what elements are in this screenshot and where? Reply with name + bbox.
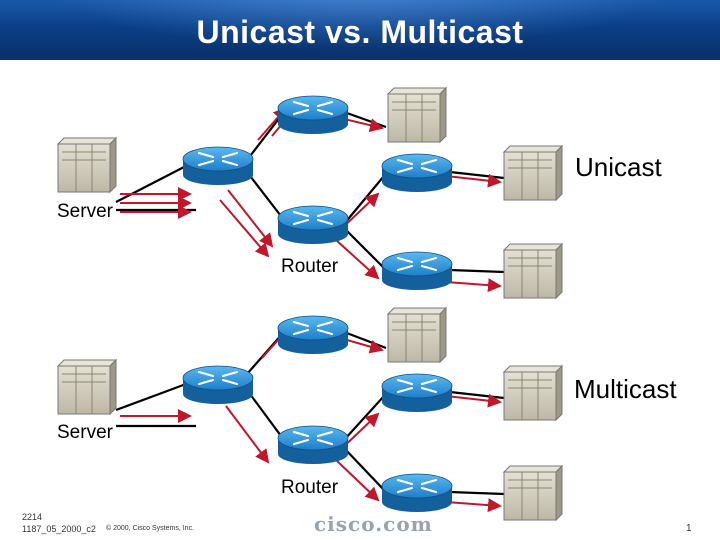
router-icon <box>182 146 254 185</box>
network-diagram <box>56 86 564 522</box>
course-code: 1187_05_2000_c2 <box>22 524 96 534</box>
router-icon <box>381 251 453 290</box>
title-bar: Unicast vs. Multicast <box>0 0 720 60</box>
unicast-links <box>115 110 505 274</box>
unicast-server-label: Server <box>57 201 113 222</box>
router-icon <box>381 473 453 512</box>
unicast-server-host <box>56 136 118 194</box>
copyright: © 2000, Cisco Systems, Inc. <box>106 525 195 532</box>
multicast-router-label: Router <box>281 477 339 498</box>
slide-code: 2214 <box>22 512 43 522</box>
title-bar-shine <box>0 0 720 60</box>
multicast-server-host <box>56 358 118 416</box>
router-icon <box>277 425 349 464</box>
router-icon <box>381 373 453 412</box>
router-icon <box>277 315 349 354</box>
multicast-label: Multicast <box>574 374 677 404</box>
multicast-server-label: Server <box>57 422 113 443</box>
page-number: 1 <box>686 523 692 534</box>
router-icon <box>277 205 349 244</box>
router-icon <box>182 365 254 404</box>
multicast-diagram <box>56 306 564 522</box>
unicast-host-top <box>386 86 448 144</box>
unicast-label: Unicast <box>575 152 662 182</box>
multicast-host-top <box>386 306 448 364</box>
unicast-host-middle <box>502 144 564 202</box>
unicast-host-bottom <box>502 242 564 300</box>
router-icon <box>277 95 349 134</box>
multicast-host-middle <box>502 364 564 422</box>
unicast-router-label: Router <box>281 256 339 277</box>
multicast-host-bottom <box>502 464 564 522</box>
router-icon <box>381 153 453 192</box>
cisco-logo: cisco.com <box>314 512 433 536</box>
page-title: Unicast vs. Multicast <box>196 14 524 50</box>
unicast-diagram <box>56 86 564 300</box>
